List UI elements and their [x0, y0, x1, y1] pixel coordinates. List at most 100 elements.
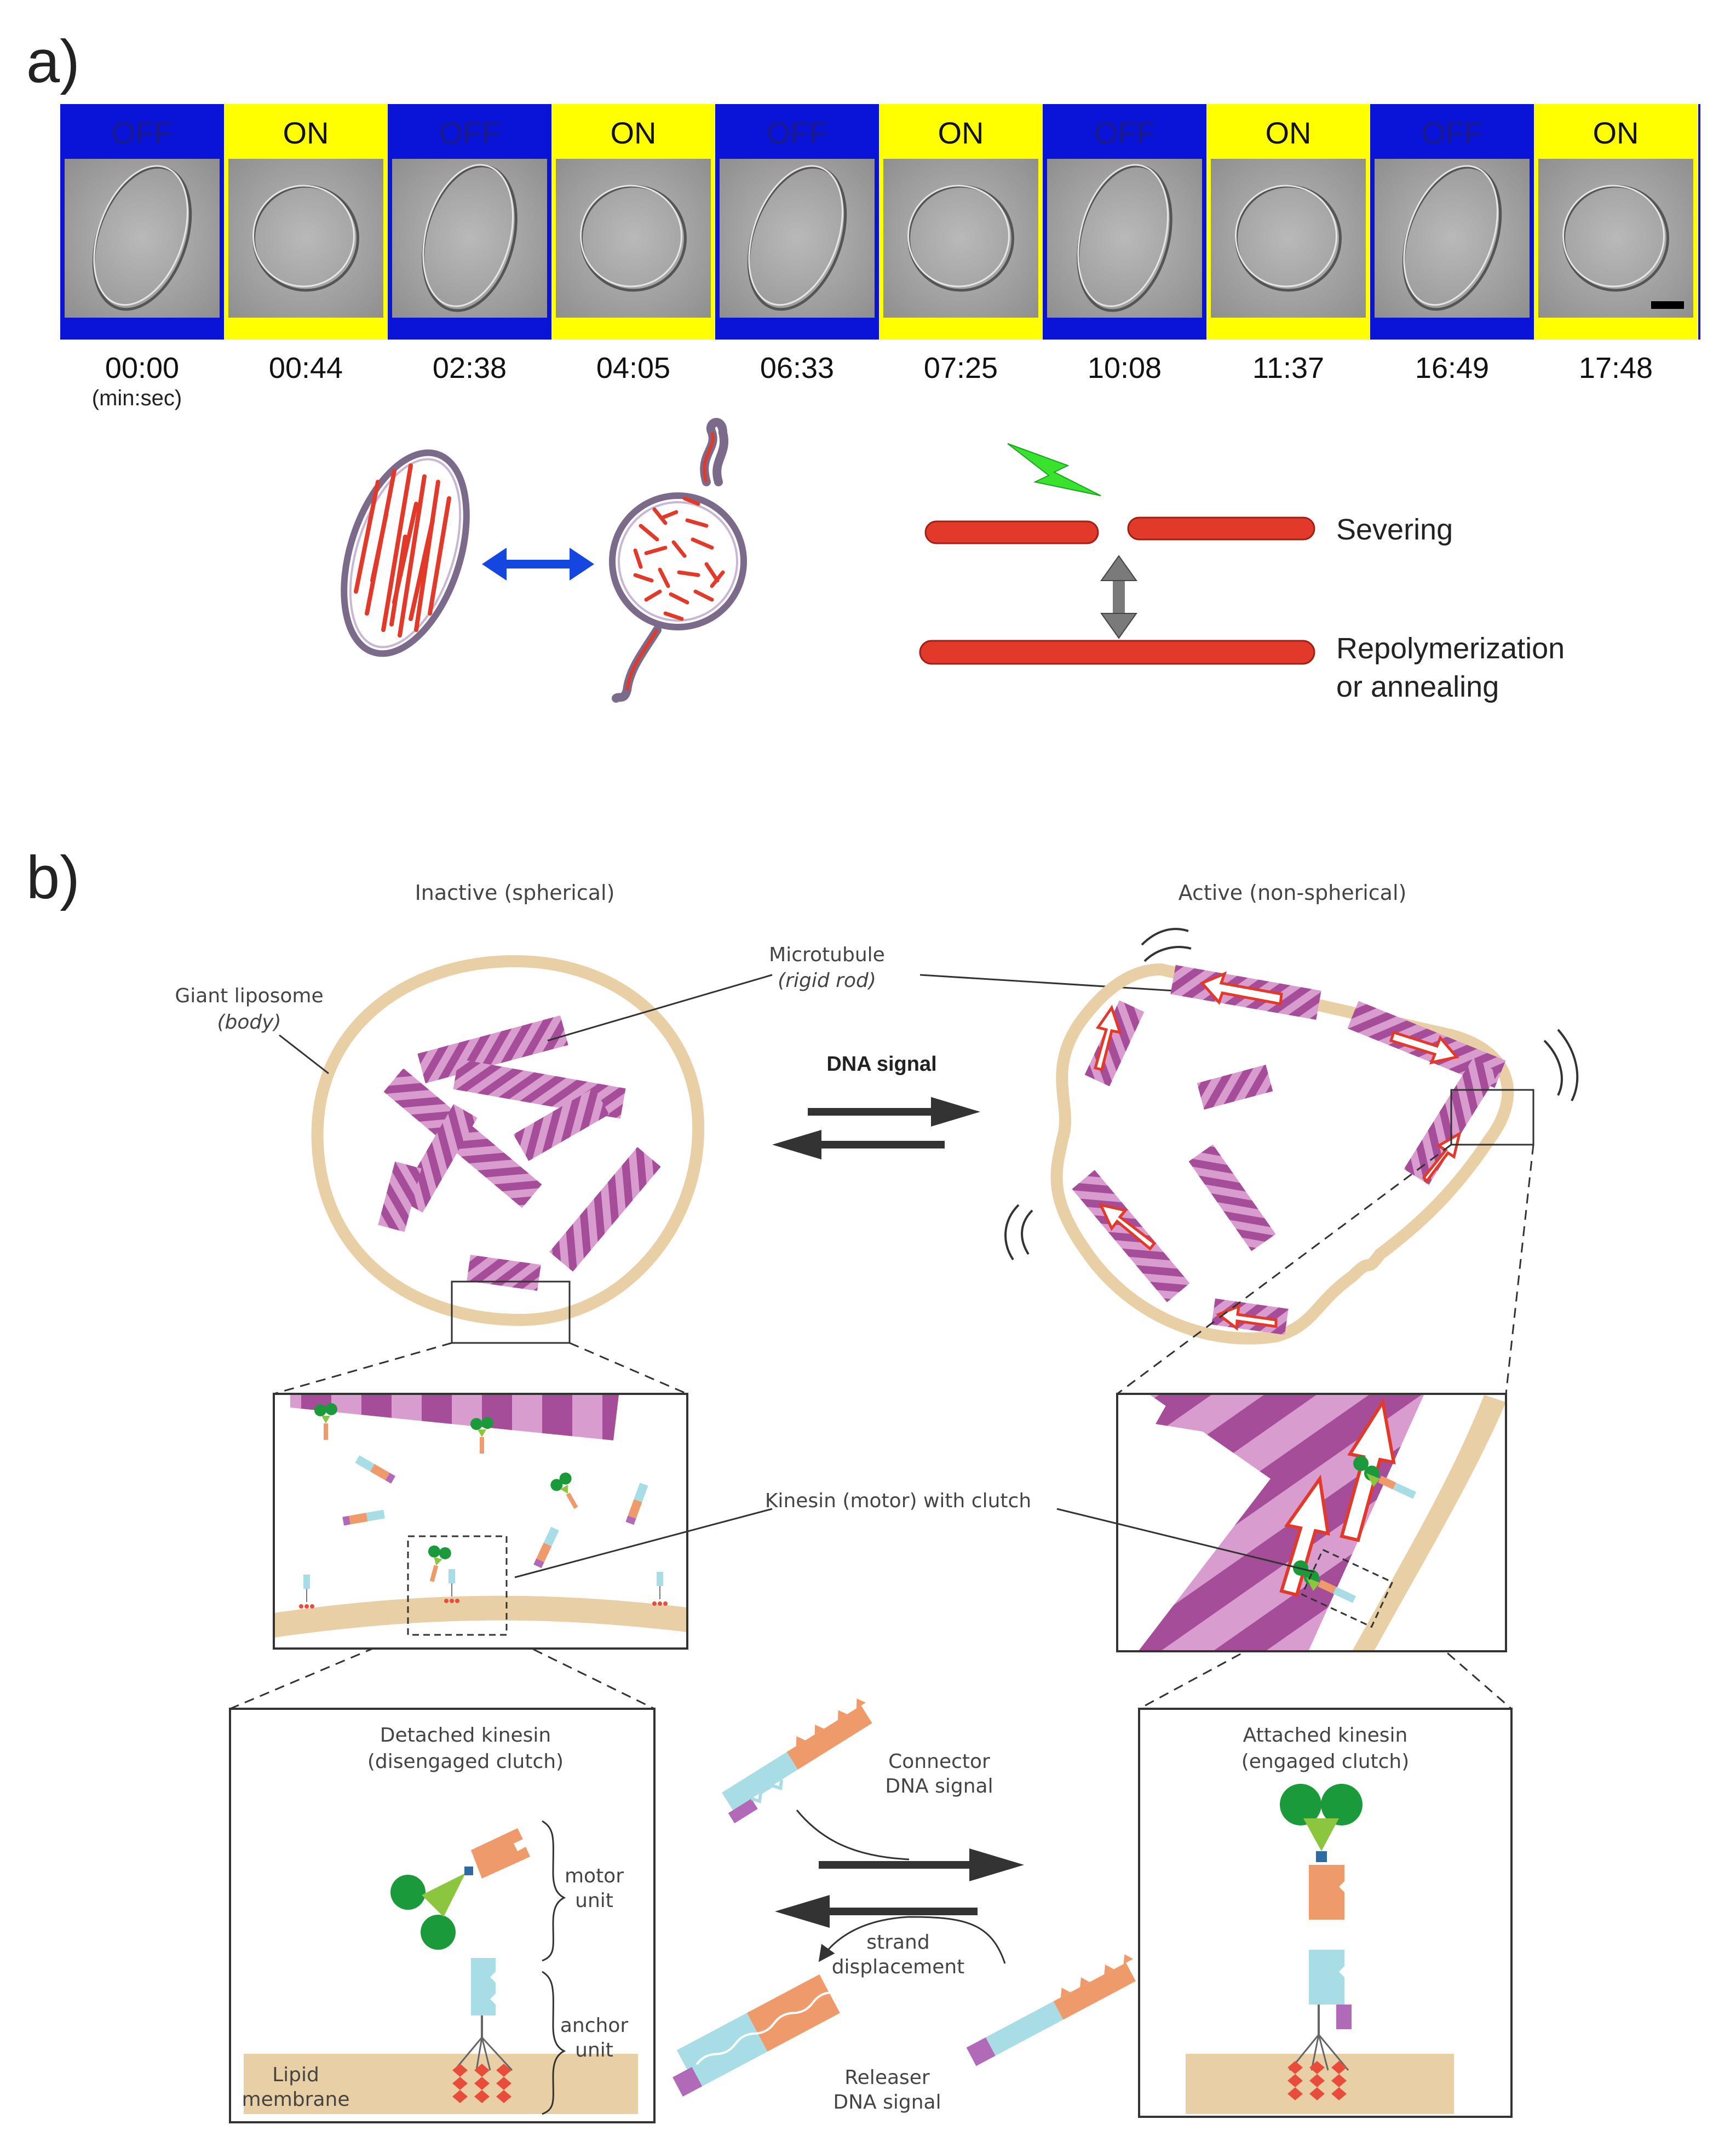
double-headed-arrow: [482, 548, 594, 581]
severing-label: Severing: [1336, 513, 1453, 546]
connector-dna-strand: [722, 1698, 872, 1824]
frame-state-label: OFF: [439, 116, 501, 150]
timelapse-frame-3: OFF 02:38: [388, 104, 551, 384]
frame-time-label: 16:49: [1415, 352, 1489, 384]
frame-time-label: 00:44: [269, 352, 343, 384]
timelapse-frame-5: OFF 06:33: [715, 104, 879, 384]
frame-time-label: 02:38: [433, 352, 507, 384]
lipid-membrane-block: [244, 2054, 638, 2114]
membrane-anchor: [444, 1569, 459, 1603]
intact-microtubule: [919, 640, 1315, 665]
attached-title: Attached kinesin: [1243, 1724, 1408, 1747]
frame-state-label: ON: [611, 116, 657, 150]
detached-anchor-unit: [452, 1958, 513, 2103]
light-flash-icon: [1007, 443, 1101, 496]
microtubule-sublabel: (rigid rod): [778, 969, 876, 992]
random-microtubules: [378, 1015, 661, 1291]
connector-sublabel: DNA signal: [885, 1775, 993, 1798]
strand-label: strand: [866, 1931, 929, 1954]
frame-state-label: OFF: [1422, 116, 1483, 150]
free-anchor-unit: [533, 1526, 559, 1569]
inactive-title: Inactive (spherical): [415, 881, 615, 905]
equilibrium-arrows-top: [772, 1097, 980, 1159]
timelapse-frame-1: OFF 00:00: [60, 104, 224, 384]
timelapse-frame-8: ON 11:37: [1206, 104, 1370, 384]
frame-state-label: ON: [1593, 116, 1639, 150]
zoom-box-active: [1450, 1089, 1534, 1146]
active-title: Active (non-spherical): [1179, 881, 1407, 905]
detached-kinesin-panel: [229, 1708, 656, 2123]
frame-time-label: 10:08: [1088, 352, 1162, 384]
dna-signal-label: DNA signal: [826, 1053, 936, 1076]
frame-time-label: 17:48: [1579, 352, 1653, 384]
scale-bar: [1651, 301, 1684, 309]
lipid-membrane-sublabel: membrane: [242, 2088, 350, 2111]
severing-schematic: Severing Repolymerization or annealing: [919, 443, 1565, 703]
releaser-dna-strand: [966, 1954, 1136, 2066]
timelapse-frame-4: ON 04:05: [551, 104, 715, 384]
frame-time-label: 07:25: [924, 352, 998, 384]
frame-state-label: OFF: [112, 116, 173, 150]
timelapse-frame-6: ON 07:25: [879, 104, 1043, 384]
panel-a-label: a): [26, 28, 80, 95]
frame-state-label: ON: [283, 116, 329, 150]
free-anchor-unit: [625, 1483, 648, 1525]
microtubule-label: Microtubule: [769, 944, 885, 966]
zoom-box-detached: [407, 1535, 508, 1636]
fragmented-microtubules: [633, 496, 725, 621]
frame-state-label: OFF: [767, 116, 828, 150]
detached-title: Detached kinesin: [380, 1724, 551, 1747]
free-kinesin: [550, 1472, 578, 1509]
timelapse-frame-2: ON 00:44: [224, 104, 388, 384]
time-unit-label: (min:sec): [92, 386, 182, 410]
severed-microtubule-left: [924, 520, 1099, 544]
lipid-membrane-label: Lipid: [272, 2064, 319, 2086]
timelapse-frame-10: ON 17:48: [1534, 104, 1698, 384]
zoom-projection-lines: [229, 1144, 1534, 1710]
releaser-label: Releaser: [844, 2066, 930, 2089]
frame-time-label: 04:05: [596, 352, 670, 384]
liposome-label: Giant liposome: [175, 985, 323, 1007]
free-kinesin: [470, 1417, 493, 1454]
frame-state-label: ON: [1266, 116, 1312, 150]
detached-subtitle: (disengaged clutch): [367, 1750, 564, 1773]
frame-time-label: 11:37: [1252, 352, 1324, 384]
motor-unit-label: motor: [565, 1865, 624, 1887]
zoom-box-attached: [1301, 1548, 1394, 1628]
membrane-anchor: [652, 1572, 668, 1606]
strand-sublabel: displacement: [832, 1956, 965, 1978]
liposome-leader-line: [279, 1034, 329, 1075]
detached-motor-unit: [390, 1828, 530, 1950]
free-kinesin: [314, 1403, 337, 1440]
free-anchor-unit: [355, 1455, 396, 1484]
severed-microtubule-right: [1127, 516, 1315, 541]
microtubule-leader-left: [547, 974, 773, 1042]
vertical-double-arrow: [1100, 555, 1137, 639]
active-liposome: [1004, 928, 1579, 1345]
attached-subtitle: (engaged clutch): [1241, 1750, 1410, 1773]
releaser-sublabel: DNA signal: [833, 2091, 941, 2114]
equilibrium-arrows-bottom: [775, 1810, 1024, 1964]
inactive-liposome: [311, 955, 705, 1344]
frame-state-label: ON: [938, 116, 984, 150]
round-vesicle-cartoon: [609, 418, 747, 703]
frame-time-label: 00:00: [105, 352, 179, 384]
frame-state-label: OFF: [1094, 116, 1156, 150]
free-kinesins: [299, 1403, 668, 1609]
frame-time-label: 06:33: [760, 352, 834, 384]
timelapse-strip: OFF 00:00 ON 00:44 OFF 02:38 ON 04:05 OFF 06:33 ON…: [60, 104, 1700, 384]
anchor-unit-sublabel: unit: [575, 2039, 613, 2061]
panel-b-label: b): [26, 844, 80, 911]
motor-unit-sublabel: unit: [575, 1890, 613, 1912]
attached-kinesin-small: [1293, 1456, 1417, 1603]
connector-label: Connector: [888, 1750, 990, 1773]
zoom-box-inactive: [451, 1280, 571, 1344]
anchor-unit-label: anchor: [560, 2014, 629, 2037]
kinesin-leader-left: [514, 1508, 773, 1578]
free-anchor-unit: [342, 1509, 385, 1526]
wiggle-marks: [1004, 928, 1579, 1261]
liposome-sublabel: (body): [217, 1011, 281, 1033]
duplex-waste-strand: [672, 1974, 840, 2097]
annealing-label: or annealing: [1336, 670, 1499, 703]
